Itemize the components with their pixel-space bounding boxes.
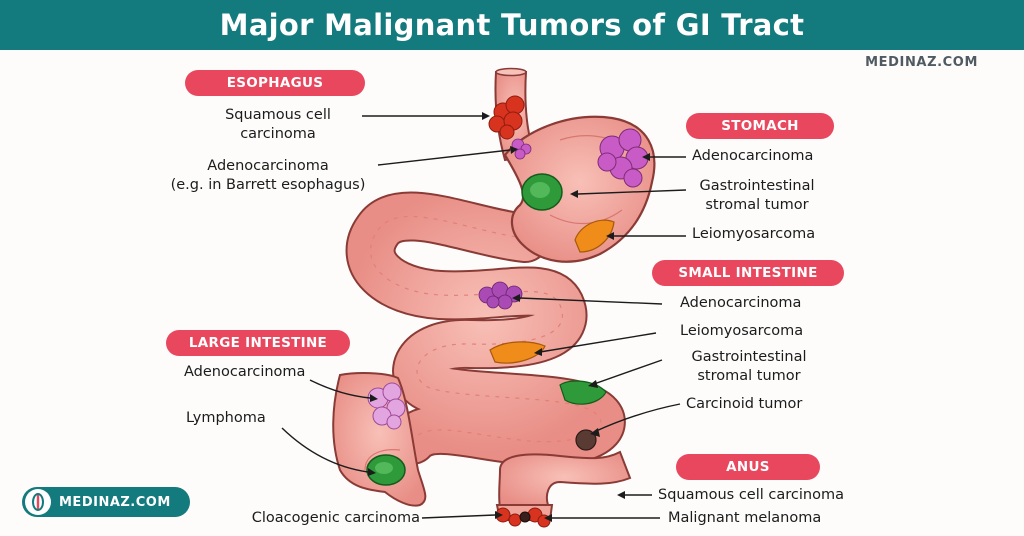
label-esophagus-adeno-line1: Adenocarcinoma bbox=[207, 158, 329, 174]
page-title: Major Malignant Tumors of GI Tract bbox=[219, 8, 805, 42]
label-si-carcinoid: Carcinoid tumor bbox=[686, 396, 803, 412]
label-anus-melanoma: Malignant melanoma bbox=[668, 510, 822, 526]
brand-text: MEDINAZ.COM bbox=[59, 494, 171, 510]
leader-cloacogenic bbox=[421, 514, 496, 519]
label-anus-scc: Squamous cell carcinoma bbox=[658, 487, 844, 503]
heading-anus: ANUS bbox=[676, 454, 820, 480]
watermark: MEDINAZ.COM bbox=[865, 55, 978, 70]
brand-badge[interactable]: MEDINAZ.COM bbox=[22, 487, 190, 517]
leader-li-lymphoma bbox=[281, 427, 369, 473]
leader-esophagus-adeno bbox=[377, 149, 511, 166]
heading-esophagus: ESOPHAGUS bbox=[185, 70, 365, 96]
label-stomach-gist-line1: Gastrointestinal bbox=[699, 178, 815, 194]
label-esophagus-adeno-line2: (e.g. in Barrett esophagus) bbox=[170, 177, 366, 193]
tumor-small-intestine-leiomyosarcoma bbox=[489, 341, 546, 364]
tumor-large-intestine-adenocarcinoma bbox=[367, 382, 406, 430]
heading-large-intestine: LARGE INTESTINE bbox=[166, 330, 350, 356]
leader-lines bbox=[281, 115, 687, 519]
heading-small-intestine: SMALL INTESTINE bbox=[652, 260, 844, 286]
label-esophagus-adeno: Adenocarcinoma (e.g. in Barrett esophagu… bbox=[158, 157, 378, 195]
label-li-lymphoma: Lymphoma bbox=[186, 410, 266, 426]
label-si-leio: Leiomyosarcoma bbox=[680, 323, 804, 339]
tumor-small-intestine-adenocarcinoma bbox=[478, 281, 523, 310]
label-stomach-gist-line2: stromal tumor bbox=[705, 197, 809, 213]
tumor-stomach-adenocarcinoma bbox=[597, 128, 649, 188]
rectum-and-anus bbox=[495, 450, 632, 521]
label-esophagus-scc: Squamous cell carcinoma bbox=[198, 106, 358, 144]
leader-si-carcinoid bbox=[593, 403, 681, 433]
label-si-gist-line2: stromal tumor bbox=[697, 368, 801, 384]
leader-li-adeno bbox=[309, 379, 371, 399]
title-bar: Major Malignant Tumors of GI Tract bbox=[0, 0, 1024, 50]
brand-logo-icon bbox=[25, 489, 51, 515]
leader-stomach-gist bbox=[577, 189, 687, 195]
label-stomach-adeno: Adenocarcinoma bbox=[692, 148, 814, 164]
leader-si-leio bbox=[539, 332, 657, 353]
leader-si-adeno bbox=[519, 297, 663, 305]
label-stomach-leio: Leiomyosarcoma bbox=[692, 226, 816, 242]
label-si-adeno: Adenocarcinoma bbox=[680, 295, 802, 311]
label-si-gist-line1: Gastrointestinal bbox=[691, 349, 807, 365]
tumor-esophagus-scc bbox=[488, 95, 525, 140]
tumor-large-intestine-lymphoma bbox=[366, 454, 406, 486]
label-esophagus-scc-line2: carcinoma bbox=[240, 126, 316, 142]
label-esophagus-scc-line1: Squamous cell bbox=[225, 107, 331, 123]
heading-stomach: STOMACH bbox=[686, 113, 834, 139]
arrowheads bbox=[368, 112, 650, 522]
label-stomach-gist: Gastrointestinal stromal tumor bbox=[682, 177, 832, 215]
tumor-esophagus-adenocarcinoma bbox=[511, 138, 532, 160]
leader-si-gist bbox=[593, 359, 663, 385]
tumor-stomach-gist bbox=[521, 173, 563, 211]
label-li-adeno: Adenocarcinoma bbox=[184, 364, 306, 380]
label-si-gist: Gastrointestinal stromal tumor bbox=[674, 348, 824, 386]
label-cloacogenic: Cloacogenic carcinoma bbox=[251, 510, 420, 526]
tumor-stomach-leiomyosarcoma bbox=[574, 219, 615, 253]
tumor-small-intestine-carcinoid bbox=[575, 429, 597, 451]
